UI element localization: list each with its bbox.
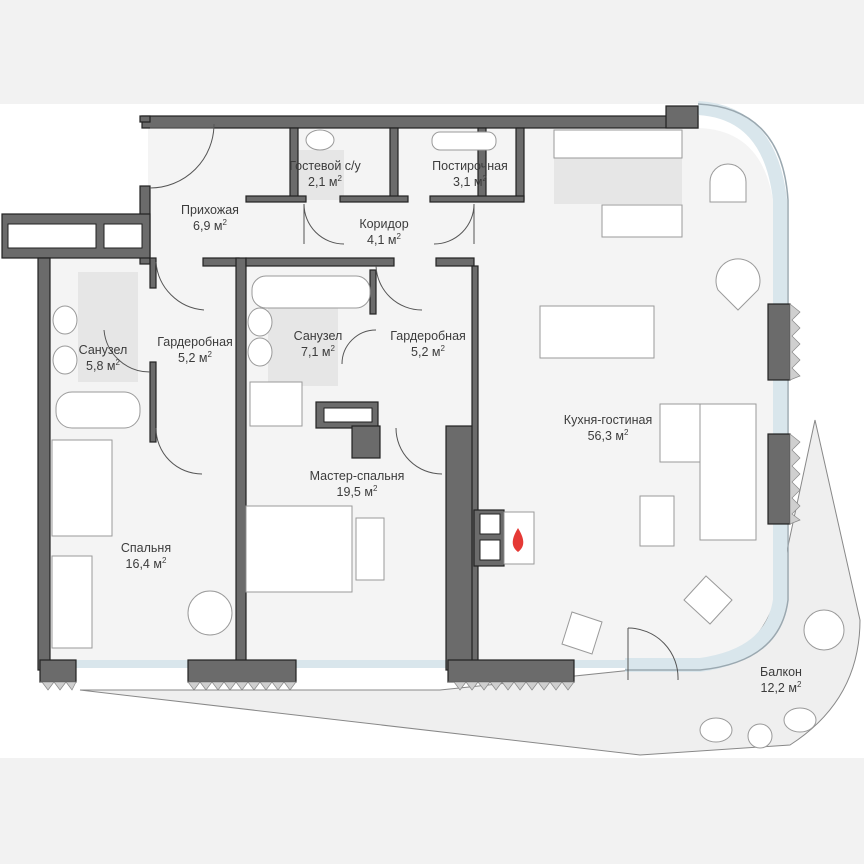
room-label-guest-wc: Гостевой с/у 2,1 м2 [289,159,361,189]
bottom-background-band [0,758,864,864]
furniture [51,129,845,749]
room-label-balcony: Балкон 12,2 м2 [760,665,802,695]
room-label-bathroom-1: Санузел 5,8 м2 [78,343,128,373]
top-background-band [0,0,864,104]
door-icon [103,123,679,681]
room-label-wardrobe-2: Гардеробная 5,2 м2 [390,329,466,359]
room-label-bedroom: Спальня 16,4 м2 [120,541,172,571]
wall-openings [7,223,501,561]
room-label-laundry: Постирочная 3,1 м2 [432,159,508,189]
tiled-floor [78,150,682,386]
room-label-hallway: Прихожая 6,9 м2 [181,203,239,233]
facade-hatch [40,303,801,691]
fireplace-icon [503,511,535,565]
room-label-bathroom-2: Санузел 7,1 м2 [293,329,343,359]
room-label-wardrobe-1: Гардеробная 5,2 м2 [157,335,233,365]
room-label-corridor: Коридор 4,1 м2 [359,217,409,247]
window-icon [76,101,789,672]
room-label-master-bedroom: Мастер-спальня 19,5 м2 [309,469,405,499]
room-label-kitchen-living: Кухня-гостиная 56,3 м2 [563,413,653,443]
